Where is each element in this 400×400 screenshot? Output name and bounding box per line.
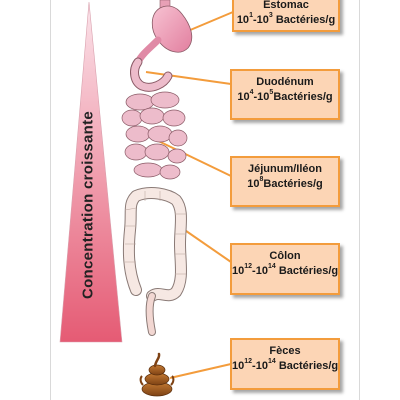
connector-jejunum bbox=[147, 135, 232, 177]
station-name-feces: Fèces bbox=[269, 345, 301, 357]
connector-feces bbox=[169, 363, 232, 379]
info-box-feces: Fèces 1012-1014 Bactéries/g bbox=[230, 338, 340, 390]
info-box-duodenum: Duodénum 104-105Bactéries/g bbox=[230, 69, 340, 120]
colon-shape bbox=[122, 187, 187, 336]
station-count-duodenum: 104-105Bactéries/g bbox=[237, 89, 333, 103]
station-name-jejunum-ileon: Jéjunum/Iléon bbox=[248, 163, 322, 175]
stomach-shape bbox=[134, 0, 193, 66]
frame-left-border bbox=[50, 0, 51, 400]
info-box-stomach: Estomac 101-103 Bactéries/g bbox=[232, 0, 340, 32]
concentration-label: Concentration croissante bbox=[79, 110, 97, 300]
feces-shape bbox=[139, 352, 175, 397]
concentration-triangle bbox=[59, 1, 123, 343]
station-name-stomach: Estomac bbox=[263, 0, 309, 11]
station-count-stomach: 101-103 Bactéries/g bbox=[236, 12, 336, 26]
colon-haustra bbox=[124, 191, 186, 275]
duodenum-shape bbox=[130, 57, 173, 92]
connector-duodenum bbox=[145, 71, 232, 85]
station-count-jejunum-ileon: 108Bactéries/g bbox=[247, 176, 323, 190]
station-name-duodenum: Duodénum bbox=[256, 76, 314, 88]
station-count-feces: 1012-1014 Bactéries/g bbox=[232, 358, 339, 372]
station-count-colon: 1012-1014 Bactéries/g bbox=[232, 263, 339, 277]
info-box-jejunum-ileon: Jéjunum/Iléon 108Bactéries/g bbox=[230, 156, 340, 207]
small-intestine-shape bbox=[121, 91, 188, 180]
station-name-colon: Côlon bbox=[269, 250, 301, 262]
info-box-colon: Côlon 1012-1014 Bactéries/g bbox=[230, 243, 340, 295]
frame-right-border bbox=[359, 0, 360, 400]
